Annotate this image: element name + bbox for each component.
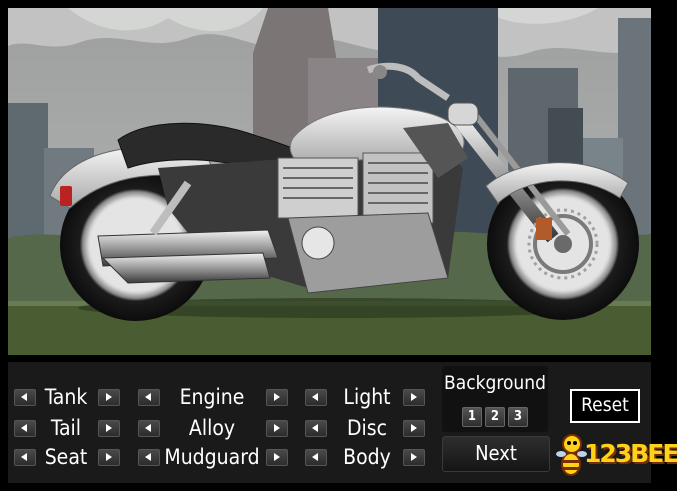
alloy-label: Alloy [188,416,236,440]
control-alloy: Alloy [138,416,293,440]
alloy-next-button[interactable] [266,420,288,437]
control-engine: Engine [138,385,293,409]
background-option-2[interactable]: 2 [485,407,505,427]
seat-label: Seat [44,445,88,469]
tank-label: Tank [44,385,88,409]
body-prev-button[interactable] [305,449,327,466]
control-mudguard: Mudguard [138,445,293,469]
customization-panel: Tank Tail Seat Engine Alloy Mudguard Lig… [8,362,677,483]
tank-next-button[interactable] [98,389,120,406]
logo-text: 123BEE [584,439,677,468]
123bee-logo[interactable]: 123BEE [556,432,677,480]
body-label: Body [343,445,391,469]
seat-prev-button[interactable] [14,449,36,466]
background-title: Background [444,372,546,394]
disc-prev-button[interactable] [305,420,327,437]
engine-prev-button[interactable] [138,389,160,406]
background-option-3[interactable]: 3 [508,407,528,427]
control-body: Body [305,445,430,469]
engine-next-button[interactable] [266,389,288,406]
disc-next-button[interactable] [403,420,425,437]
alloy-prev-button[interactable] [138,420,160,437]
background-option-1[interactable]: 1 [462,407,482,427]
control-light: Light [305,385,430,409]
mudguard-label: Mudguard [164,445,260,469]
disc-label: Disc [346,416,388,440]
light-label: Light [343,385,391,409]
tank-prev-button[interactable] [14,389,36,406]
tail-next-button[interactable] [98,420,120,437]
light-prev-button[interactable] [305,389,327,406]
control-disc: Disc [305,416,430,440]
game-scene [8,8,651,355]
engine-label: Engine [179,385,245,409]
reset-button[interactable]: Reset [570,389,640,423]
control-seat: Seat [14,445,120,469]
next-button[interactable]: Next [442,436,550,472]
control-tail: Tail [14,416,120,440]
mudguard-next-button[interactable] [266,449,288,466]
motorcycle-scene-art [8,8,651,355]
background-selector: Background 1 2 3 [442,366,548,432]
tail-prev-button[interactable] [14,420,36,437]
tail-label: Tail [50,416,82,440]
mudguard-prev-button[interactable] [138,449,160,466]
control-tank: Tank [14,385,120,409]
body-next-button[interactable] [403,449,425,466]
seat-next-button[interactable] [98,449,120,466]
light-next-button[interactable] [403,389,425,406]
bee-mascot-icon [556,434,587,476]
